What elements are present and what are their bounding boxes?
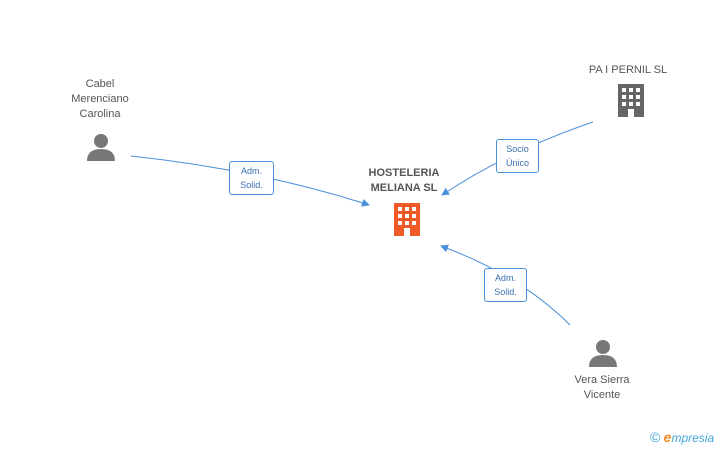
empresia-logo: © empresia [650,429,714,445]
edge-label-paipernil: Socio Único [496,139,539,173]
brand-name: mpresia [671,431,715,445]
node-label-paipernil[interactable]: PA I PERNIL SL [588,64,668,76]
node-label-hosteleria[interactable]: HOSTELERIA MELIANA SL [368,167,440,194]
edge-label-cabel: Adm. Solid. [229,161,274,195]
node-label-vera[interactable]: Vera Sierra Vicente [574,374,630,401]
edge-label-vera: Adm. Solid. [484,268,527,302]
person-icon[interactable] [87,134,115,161]
person-icon[interactable] [589,340,617,367]
node-label-cabel[interactable]: Cabel Merenciano Carolina [71,78,129,120]
copyright-symbol: © [650,429,661,445]
building-icon[interactable] [618,84,644,117]
brand-e: e [663,429,672,445]
building-icon[interactable] [394,203,420,236]
